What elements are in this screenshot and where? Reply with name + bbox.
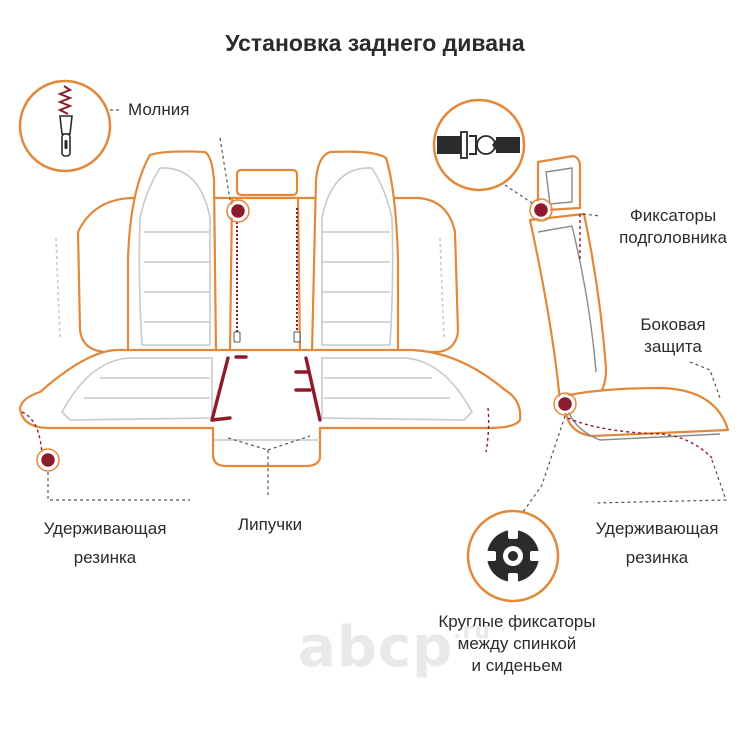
- label-elastic-right: Удерживающая резинка: [592, 514, 722, 572]
- label-velcro: Липучки: [237, 515, 303, 534]
- label-round-clips-line2: между спинкой: [457, 634, 577, 653]
- label-side-protection-line2: защита: [644, 337, 702, 356]
- buckle-icon: [437, 131, 520, 159]
- side-dashes: [567, 214, 713, 459]
- label-elastic-left-line2: резинка: [73, 548, 137, 567]
- label-elastic-right-line1: Удерживающая: [595, 519, 719, 538]
- watermark-logo: abcp.ru: [298, 615, 491, 680]
- elastic-hints: [21, 407, 490, 456]
- label-headrest-clips: Фиксаторы подголовника: [618, 205, 728, 249]
- rear-bench: [18, 150, 522, 468]
- headrest: [235, 168, 299, 197]
- seat-cushion: [18, 348, 522, 468]
- label-headrest-clips-line2: подголовника: [619, 228, 727, 247]
- label-elastic-left: Удерживающая резинка: [40, 514, 170, 572]
- zipper-callout: [18, 79, 112, 173]
- right-back-cushion: [310, 150, 400, 354]
- marker-zipper: [228, 201, 248, 221]
- label-side-protection: Боковая защита: [628, 314, 718, 358]
- label-round-clips-line1: Круглые фиксаторы: [438, 612, 596, 631]
- velcro-strips: [210, 355, 322, 422]
- side-cushion: [563, 386, 730, 438]
- left-back-cushion: [126, 150, 218, 354]
- label-side-protection-line1: Боковая: [640, 315, 706, 334]
- round-fixator-callout: [466, 509, 560, 603]
- zippers: [236, 208, 298, 335]
- marker-round-clips: [555, 394, 575, 414]
- label-elastic-right-line2: резинка: [625, 548, 689, 567]
- marker-elastic-left: [38, 450, 58, 470]
- page-title: Установка заднего дивана: [225, 30, 525, 56]
- label-zipper: Молния: [128, 100, 190, 119]
- bench-stitching: [55, 167, 473, 441]
- buckle-callout: [432, 98, 526, 192]
- watermark-text: abcp: [298, 615, 454, 680]
- label-round-clips: Круглые фиксаторы между спинкой и сидень…: [432, 611, 602, 677]
- side-backrest: [528, 212, 608, 404]
- zipper-icon: [57, 85, 73, 157]
- label-round-clips-line3: и сиденьем: [471, 656, 563, 675]
- watermark-suffix: .ru: [453, 619, 492, 644]
- label-elastic-left-line1: Удерживающая: [43, 519, 167, 538]
- round-fixator-icon: [485, 528, 541, 584]
- marker-headrest-clips: [531, 200, 551, 220]
- zipper-pull-left: [233, 331, 241, 343]
- label-headrest-clips-line1: Фиксаторы: [629, 206, 717, 225]
- zipper-pull-right: [293, 331, 301, 343]
- leader-lines: [47, 109, 727, 513]
